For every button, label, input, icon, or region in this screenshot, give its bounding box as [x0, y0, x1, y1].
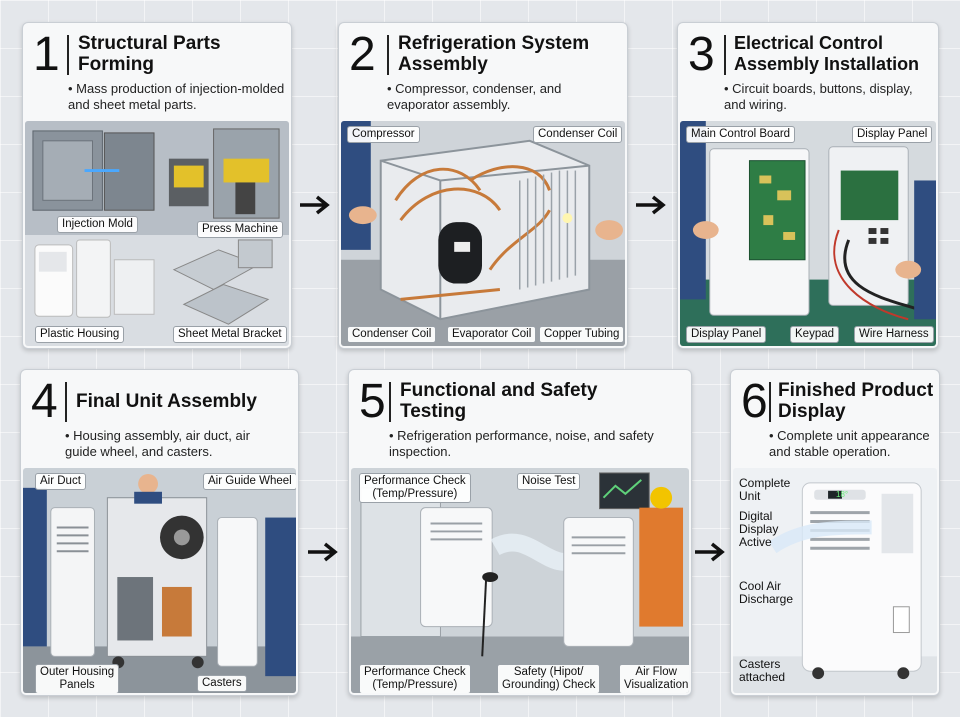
label-air-duct: Air Duct [35, 473, 86, 490]
divider [387, 35, 389, 75]
step-description: • Refrigeration performance, noise, and … [389, 428, 654, 459]
step-5-photo: Performance Check (Temp/Pressure) Noise … [351, 468, 689, 693]
electrical-assembly-illustration [680, 121, 936, 346]
label-noise-test: Noise Test [517, 473, 581, 490]
arrow-right-icon [695, 542, 725, 562]
label-copper-tubing: Copper Tubing [539, 326, 625, 343]
step-description-text: Compressor, condenser, and evaporator as… [387, 81, 562, 112]
step-description-text: Housing assembly, air duct, air guide wh… [65, 428, 250, 459]
step-description-text: Complete unit appearance and stable oper… [769, 428, 930, 459]
label-wire-harness: Wire Harness [854, 326, 934, 343]
label-performance-check-bottom: Performance Check (Temp/Pressure) [359, 664, 471, 693]
label-compressor: Compressor [347, 126, 420, 143]
step-description-text: Circuit boards, buttons, display, and wi… [724, 81, 913, 112]
label-condenser-coil-top: Condenser Coil [533, 126, 623, 143]
step-5-header: 5 Functional and Safety Testing • Refrig… [349, 370, 691, 470]
divider [724, 35, 726, 75]
step-2-photo: Compressor Condenser Coil Condenser Coil… [341, 121, 625, 346]
finished-unit-illustration [733, 468, 937, 693]
unit-display-readout: 18° [836, 490, 849, 499]
label-outer-housing-panels: Outer Housing Panels [35, 664, 120, 693]
step-1-photo: Injection Mold Press Machine Plastic Hou… [25, 121, 289, 346]
label-display-panel-top: Display Panel [852, 126, 933, 143]
step-description: • Circuit boards, buttons, display, and … [724, 81, 913, 112]
step-5-card: 5 Functional and Safety Testing • Refrig… [348, 369, 692, 696]
step-description: • Mass production of injection-molded an… [68, 81, 285, 112]
arrow-right-icon [636, 195, 666, 215]
label-injection-mold: Injection Mold [57, 216, 138, 233]
step-3-photo: Main Control Board Display Panel Display… [680, 121, 936, 346]
step-title: Final Unit Assembly [76, 391, 257, 412]
step-number: 3 [688, 28, 715, 81]
step-1-header: 1 Structural Parts Forming • Mass produc… [23, 23, 291, 123]
step-number: 1 [33, 28, 60, 81]
step-3-card: 3 Electrical Control Assembly Installati… [677, 22, 939, 349]
step-title: Structural Parts Forming [78, 33, 221, 75]
step-4-card: 4 Final Unit Assembly • Housing assembly… [20, 369, 299, 696]
step-1-card: 1 Structural Parts Forming • Mass produc… [22, 22, 292, 349]
step-title: Electrical Control Assembly Installation [734, 33, 920, 74]
label-keypad: Keypad [790, 326, 840, 343]
label-complete-unit: Complete Unit [739, 476, 791, 503]
step-description: • Complete unit appearance and stable op… [769, 428, 930, 459]
divider [769, 382, 771, 422]
step-title: Refrigeration System Assembly [398, 33, 590, 75]
label-main-control-board: Main Control Board [686, 126, 796, 143]
step-4-header: 4 Final Unit Assembly • Housing assembly… [21, 370, 298, 470]
label-evaporator-coil: Evaporator Coil [447, 326, 537, 343]
label-performance-check-top: Performance Check (Temp/Pressure) [359, 473, 471, 503]
step-2-card: 2 Refrigeration System Assembly • Compre… [338, 22, 628, 349]
divider [65, 382, 67, 422]
divider [67, 35, 69, 75]
divider [389, 382, 391, 422]
label-display-panel-bottom: Display Panel [686, 326, 767, 343]
step-description-text: Mass production of injection-molded and … [68, 81, 285, 112]
step-6-card: 6 Finished Product Display • Complete un… [730, 369, 940, 696]
arrow-right-icon [300, 195, 330, 215]
label-digital-display-active: Digital Display Active [739, 509, 779, 549]
step-number: 4 [31, 375, 58, 428]
step-number: 6 [741, 375, 768, 428]
label-casters-attached: Casters attached [739, 657, 786, 684]
label-plastic-housing: Plastic Housing [35, 326, 125, 343]
label-press-machine: Press Machine [197, 221, 284, 238]
step-title: Functional and Safety Testing [400, 380, 598, 422]
label-air-flow-visualization: Air Flow Visualization [619, 664, 689, 693]
label-safety-check: Safety (Hipot/ Grounding) Check [497, 664, 601, 693]
step-6-photo: 18° Complete Unit Digital Display Active… [733, 468, 937, 693]
step-2-header: 2 Refrigeration System Assembly • Compre… [339, 23, 627, 123]
step-6-header: 6 Finished Product Display • Complete un… [731, 370, 939, 470]
step-description-text: Refrigeration performance, noise, and sa… [389, 428, 654, 459]
label-condenser-coil-bottom: Condenser Coil [347, 326, 437, 343]
final-assembly-illustration [23, 468, 296, 693]
step-title: Finished Product Display [778, 380, 934, 422]
step-description: • Compressor, condenser, and evaporator … [387, 81, 562, 112]
step-number: 2 [349, 28, 376, 81]
label-sheet-metal-bracket: Sheet Metal Bracket [173, 326, 287, 343]
step-3-header: 3 Electrical Control Assembly Installati… [678, 23, 938, 123]
step-4-photo: Air Duct Air Guide Wheel Outer Housing P… [23, 468, 296, 693]
label-air-guide-wheel: Air Guide Wheel [203, 473, 296, 490]
refrigeration-illustration [341, 121, 625, 346]
label-casters: Casters [197, 675, 247, 692]
step-number: 5 [359, 375, 386, 428]
label-cool-air-discharge: Cool Air Discharge [739, 579, 794, 606]
step-description: • Housing assembly, air duct, air guide … [65, 428, 250, 459]
arrow-right-icon [308, 542, 338, 562]
